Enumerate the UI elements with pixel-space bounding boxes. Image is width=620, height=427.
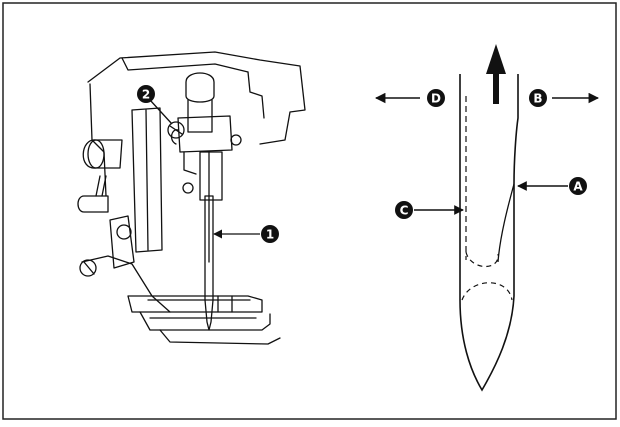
callout-1-label: 1 <box>266 228 274 242</box>
needle-bar-top <box>185 72 215 103</box>
label-c: C <box>395 201 413 219</box>
needle-eye-bottom <box>461 282 513 301</box>
thread-guide-plate <box>199 151 223 201</box>
label-c-badge <box>395 201 413 219</box>
needle-bar-sleeve <box>187 99 213 133</box>
needle-clamp-screw-slot <box>169 125 183 135</box>
left-lower-lever <box>77 195 109 213</box>
machine-left-body <box>89 83 107 197</box>
label-d: D <box>427 89 445 107</box>
callout-1-badge <box>261 225 279 243</box>
presser-foot-top <box>127 295 263 313</box>
needle-clamp-body <box>177 115 233 153</box>
needle-clamp-screw <box>167 121 185 139</box>
side-screw <box>230 134 242 146</box>
needle-outline <box>459 74 519 392</box>
label-b: B <box>529 89 547 107</box>
figure-border <box>2 2 617 420</box>
body-hatching <box>95 175 107 197</box>
needle-detail-diagram: D B A C <box>374 44 600 392</box>
presser-foot-arm <box>81 255 171 313</box>
label-d-text: D <box>431 92 441 106</box>
machine-head-outline <box>87 51 306 145</box>
callout-2-label: 2 <box>142 88 150 102</box>
label-b-text: B <box>533 92 542 106</box>
lower-link <box>109 215 135 269</box>
label-b-badge <box>529 89 547 107</box>
presser-foot-sole <box>139 311 271 331</box>
label-a-text: A <box>573 180 583 194</box>
label-d-badge <box>427 89 445 107</box>
presser-bar <box>131 107 163 253</box>
callout-2-badge <box>137 85 155 103</box>
presser-foot-opening <box>217 295 233 313</box>
presser-foot-screw <box>79 259 97 277</box>
clamp-lower-lip <box>183 151 197 175</box>
callout-1: 1 <box>213 225 279 243</box>
lower-link-screw <box>116 224 132 240</box>
label-a-badge <box>569 177 587 195</box>
left-cylinder-end <box>87 139 105 169</box>
needle-eye-top <box>465 251 499 268</box>
sewing-machine-illustration <box>77 51 306 345</box>
long-groove-line <box>497 183 515 263</box>
presser-bar-edge <box>145 109 149 251</box>
left-mechanism-cylinder <box>82 139 123 169</box>
guide-screw <box>182 182 194 194</box>
machine-head-edge <box>121 57 249 73</box>
machine-head-step <box>247 71 265 119</box>
callout-2: 2 <box>137 85 173 125</box>
presser-foot-slot <box>147 299 257 319</box>
callout-2-leader <box>149 99 173 125</box>
label-a: A <box>569 177 587 195</box>
presser-foot-screw-slot <box>83 261 95 275</box>
up-arrow <box>486 44 506 104</box>
label-c-text: C <box>400 204 409 218</box>
presser-foot-toe <box>159 329 281 345</box>
needle <box>204 195 214 331</box>
